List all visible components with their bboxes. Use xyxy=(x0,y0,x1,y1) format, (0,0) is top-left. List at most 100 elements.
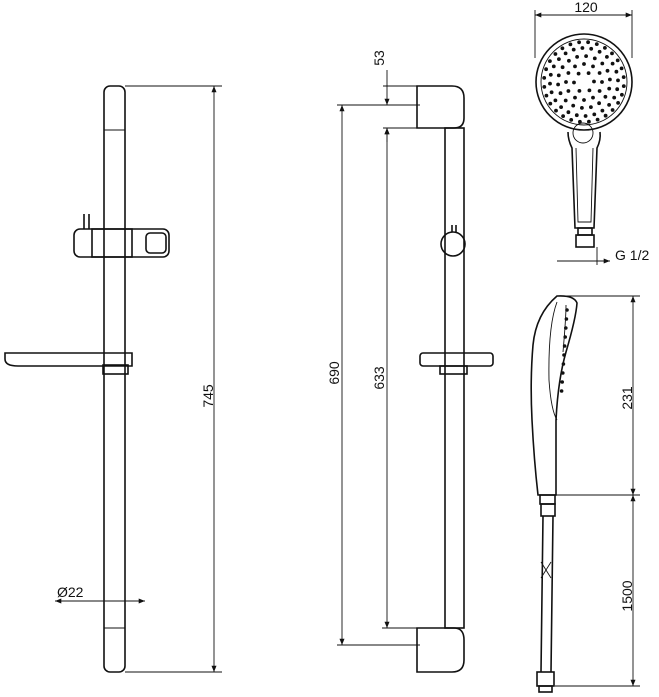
side-nozzle-dot xyxy=(563,335,567,339)
nozzle-dot xyxy=(619,66,624,71)
bottom-bracket xyxy=(416,627,465,673)
nozzle-dot xyxy=(560,65,565,70)
nozzle-dot xyxy=(549,90,554,95)
nozzle-dot xyxy=(587,88,592,93)
hose xyxy=(540,515,554,673)
nozzle-dot xyxy=(566,89,571,93)
side-nozzle-dot xyxy=(562,353,566,357)
side-knob xyxy=(440,225,466,257)
nozzle-dot xyxy=(582,98,586,102)
nozzle-dot xyxy=(580,46,585,50)
nozzle-dot xyxy=(575,55,579,59)
nozzle-dot xyxy=(597,49,602,54)
nozzle-dot xyxy=(573,95,577,100)
nozzle-dot xyxy=(556,73,561,78)
nozzle-dot xyxy=(561,114,565,118)
soap-tray xyxy=(4,352,133,375)
rail-inner-label: 633 xyxy=(371,366,387,390)
nozzle-dot xyxy=(600,61,605,66)
handshower-length-label: 231 xyxy=(619,386,635,410)
nozzle-dot xyxy=(554,108,558,113)
nozzle-dot xyxy=(566,110,571,115)
side-nozzle-dot xyxy=(564,326,568,330)
side-nozzle-dot xyxy=(561,371,565,375)
nozzle-dot xyxy=(597,71,602,75)
nozzle-dot xyxy=(553,98,558,103)
slide-bar xyxy=(103,85,126,673)
nozzle-dot xyxy=(571,103,576,108)
nozzle-dot xyxy=(621,84,626,88)
side-tray xyxy=(419,352,494,375)
top-bracket xyxy=(416,85,465,129)
nozzle-dot xyxy=(600,108,605,113)
nozzle-dot xyxy=(576,71,581,76)
nozzle-dot xyxy=(542,76,547,80)
side-nozzle-dot xyxy=(559,389,564,393)
nozzle-dot xyxy=(566,71,571,75)
nozzle-dot xyxy=(548,72,553,77)
nozzle-dot xyxy=(571,47,576,52)
nozzle-dot xyxy=(621,75,626,79)
nozzle-dot xyxy=(591,64,595,69)
nozzle-dot xyxy=(608,77,612,82)
nozzle-dot xyxy=(557,57,561,61)
nozzle-dot xyxy=(548,59,552,63)
nozzle-dot xyxy=(607,103,611,107)
nozzle-dot xyxy=(563,98,568,103)
nozzle-dot xyxy=(572,80,576,85)
nozzle-dot xyxy=(610,51,614,56)
nozzle-dot xyxy=(603,113,608,118)
head-width-label: 120 xyxy=(574,0,598,15)
nozzle-dot xyxy=(595,117,600,122)
nozzle-dot xyxy=(620,92,624,97)
nozzle-dot xyxy=(592,56,597,61)
nozzle-dot xyxy=(584,54,588,58)
hose-length-label: 1500 xyxy=(619,580,635,611)
side-rail xyxy=(444,127,465,629)
nozzle-dot xyxy=(568,42,573,47)
nozzle-dot xyxy=(594,42,599,46)
nozzle-dot xyxy=(597,101,601,106)
nozzle-dot xyxy=(553,52,558,56)
nozzle-dot xyxy=(560,46,565,51)
side-nozzle-dot xyxy=(565,308,569,312)
nozzle-dot xyxy=(551,64,556,69)
nozzle-dot xyxy=(592,112,597,117)
shower-head xyxy=(535,33,633,131)
nozzle-dot xyxy=(589,46,594,51)
nozzle-dot xyxy=(591,95,595,100)
nozzle-dot xyxy=(615,87,620,92)
nozzle-dot xyxy=(610,108,615,112)
nozzle-grid xyxy=(542,40,626,124)
nozzle-dot xyxy=(603,46,607,50)
side-view: 53 690 633 xyxy=(326,50,494,673)
nozzle-dot xyxy=(569,118,574,122)
nozzle-dot xyxy=(616,101,620,105)
nozzle-dot xyxy=(592,79,596,84)
nozzle-dot xyxy=(603,94,608,99)
nozzle-dot xyxy=(558,91,563,96)
nozzle-dot xyxy=(582,62,586,66)
side-nozzle-dot xyxy=(561,362,566,366)
bracket-label: 53 xyxy=(371,50,387,66)
nozzle-dot xyxy=(605,55,609,59)
side-nozzle-dot xyxy=(564,317,569,321)
nozzle-dot xyxy=(583,114,588,118)
length-label: 745 xyxy=(200,384,216,408)
nozzle-dot xyxy=(542,85,547,89)
nozzle-dot xyxy=(600,80,604,84)
nozzle-dot xyxy=(612,95,617,100)
nozzle-dot xyxy=(614,69,619,74)
nozzle-dot xyxy=(605,68,610,73)
handshower-side: 231 1500 xyxy=(530,295,640,693)
nozzle-dot xyxy=(586,40,590,45)
nozzle-dot xyxy=(563,51,568,56)
nozzle-dot xyxy=(589,105,593,109)
nozzle-dot xyxy=(586,71,591,75)
handshower-side-body xyxy=(530,295,578,496)
nozzle-dot xyxy=(556,82,560,87)
nozzle-dot xyxy=(580,106,584,110)
side-nozzle-dot xyxy=(562,344,567,348)
nozzle-dot xyxy=(544,93,549,98)
